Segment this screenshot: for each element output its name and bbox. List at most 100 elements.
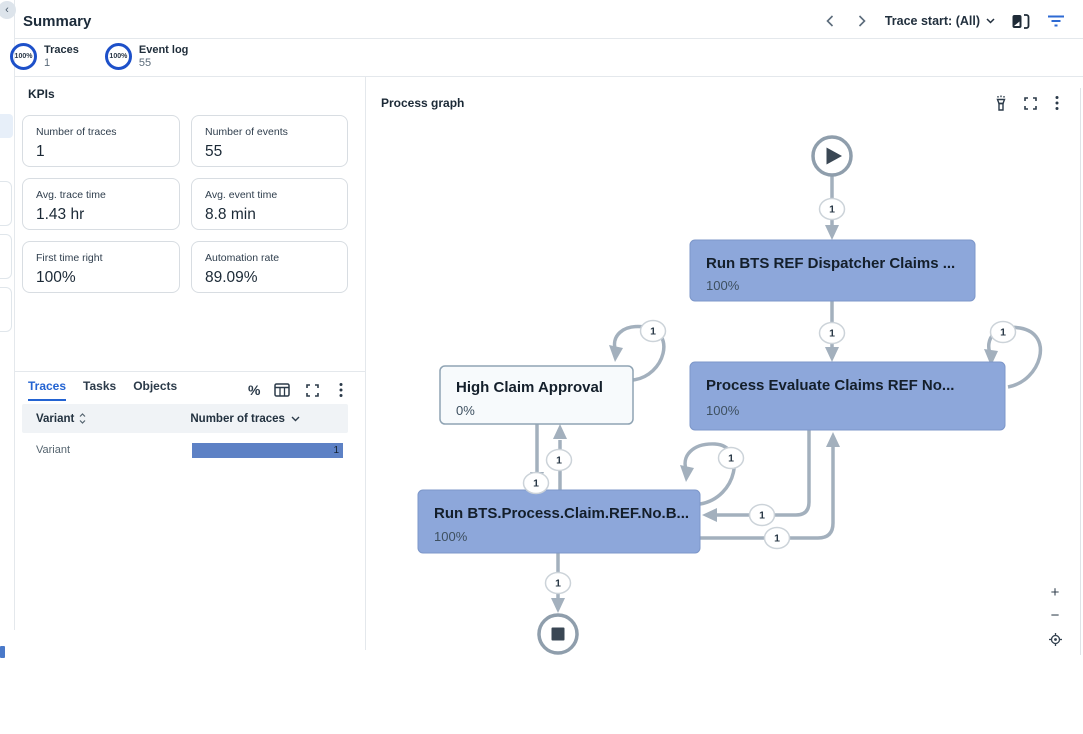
node-percent: 100% bbox=[706, 278, 740, 293]
node-rect bbox=[417, 489, 701, 554]
edge-count: 1 bbox=[759, 510, 765, 522]
traces-label: Traces bbox=[44, 43, 79, 56]
prev-button[interactable] bbox=[821, 12, 839, 30]
table-view-button[interactable] bbox=[273, 381, 291, 399]
trace-start-label: Trace start: (All) bbox=[884, 14, 980, 28]
edge-count: 1 bbox=[533, 478, 539, 490]
stop-icon bbox=[551, 627, 565, 641]
process-graph-title: Process graph bbox=[381, 96, 465, 110]
node-high-claim-approval[interactable]: High Claim Approval 0% bbox=[439, 365, 634, 425]
filter-icon bbox=[1048, 15, 1064, 27]
next-button[interactable] bbox=[853, 12, 871, 30]
arrowhead bbox=[825, 347, 839, 362]
edge-widget-icon[interactable] bbox=[0, 646, 5, 658]
end-node[interactable] bbox=[537, 613, 579, 655]
node-percent: 100% bbox=[706, 403, 740, 418]
chevron-left-icon: ‹ bbox=[5, 4, 9, 16]
collapsed-panel-card[interactable] bbox=[0, 287, 12, 332]
kpi-card-avg-event-time: Avg. event time 8.8 min bbox=[191, 178, 348, 230]
graph-menu-button[interactable] bbox=[1050, 94, 1064, 112]
column-label: Variant bbox=[36, 412, 75, 425]
trace-start-dropdown[interactable]: Trace start: (All) bbox=[885, 14, 995, 28]
column-header-number-of-traces[interactable]: Number of traces bbox=[190, 413, 300, 425]
node-title: High Claim Approval bbox=[456, 379, 603, 396]
spotlight-button[interactable] bbox=[992, 94, 1010, 112]
event-log-percent: 100% bbox=[109, 53, 128, 60]
play-icon bbox=[826, 147, 842, 165]
node-dispatcher[interactable]: Run BTS REF Dispatcher Claims ... 100% bbox=[689, 239, 976, 302]
node-run-bts-process[interactable]: Run BTS.Process.Claim.REF.No.B... 100% bbox=[417, 489, 701, 554]
traces-percent: 100% bbox=[14, 53, 33, 60]
arrowhead bbox=[826, 432, 840, 447]
column-header-variant[interactable]: Variant bbox=[36, 413, 86, 425]
chevron-down-icon bbox=[986, 18, 995, 24]
kpi-label: First time right bbox=[36, 252, 103, 264]
kpi-label: Automation rate bbox=[205, 252, 280, 264]
kpi-value: 1.43 hr bbox=[36, 206, 85, 223]
column-label: Number of traces bbox=[190, 412, 285, 425]
kpi-card-number-of-traces: Number of traces 1 bbox=[22, 115, 180, 167]
content-divider bbox=[365, 76, 366, 650]
tab-tasks[interactable]: Tasks bbox=[83, 379, 117, 393]
percent-toggle-button[interactable]: % bbox=[248, 382, 261, 398]
traces-percent-ring: 100% bbox=[10, 43, 37, 70]
node-rect bbox=[689, 361, 1006, 431]
node-rect bbox=[439, 365, 634, 425]
tab-objects[interactable]: Objects bbox=[133, 379, 178, 393]
node-evaluate[interactable]: Process Evaluate Claims REF No... 100% bbox=[689, 361, 1006, 431]
arrowhead bbox=[609, 345, 623, 362]
edge-badge: 1 bbox=[818, 321, 846, 345]
panel-toggle-button[interactable] bbox=[1009, 10, 1031, 32]
sidebar-divider bbox=[14, 0, 15, 630]
edge-badge: 1 bbox=[989, 320, 1017, 344]
table-icon bbox=[274, 383, 290, 397]
table-header: Variant Number of traces bbox=[22, 404, 348, 433]
edge-runbts-to-evaluate bbox=[700, 446, 835, 540]
edge-count-badges: 1 1 1 1 1 1 1 bbox=[522, 197, 1017, 595]
kpi-value: 8.8 min bbox=[205, 206, 256, 223]
collapsed-panel-card[interactable] bbox=[0, 234, 12, 279]
graph-zoom-controls: + − bbox=[1044, 584, 1066, 646]
panel-menu-button[interactable] bbox=[334, 381, 348, 399]
arrowhead bbox=[702, 508, 717, 522]
kpi-label: Number of traces bbox=[36, 126, 117, 138]
node-percent: 100% bbox=[434, 529, 468, 544]
start-node[interactable] bbox=[811, 135, 853, 177]
kpi-value: 100% bbox=[36, 269, 76, 286]
recenter-button[interactable] bbox=[1048, 632, 1062, 646]
filter-button[interactable] bbox=[1045, 10, 1067, 32]
kpi-tabs-divider bbox=[14, 371, 365, 372]
chevron-down-icon bbox=[291, 416, 300, 421]
event-log-label: Event log bbox=[138, 43, 189, 56]
collapsed-panel-card[interactable] bbox=[0, 181, 12, 226]
expand-graph-button[interactable] bbox=[1021, 94, 1039, 112]
edge-badge: 1 bbox=[748, 503, 776, 527]
tab-traces[interactable]: Traces bbox=[28, 379, 67, 401]
event-log-value: 55 bbox=[138, 56, 152, 69]
kebab-icon bbox=[339, 383, 343, 397]
zoom-out-button[interactable]: − bbox=[1050, 607, 1060, 624]
node-rect bbox=[689, 239, 976, 302]
collapsed-panel-item-selected[interactable] bbox=[0, 114, 13, 138]
edge-badge: 1 bbox=[522, 471, 550, 495]
variant-row-label[interactable]: Variant bbox=[36, 444, 71, 456]
kebab-icon bbox=[1055, 96, 1059, 110]
panel-toolbar: % bbox=[248, 381, 348, 399]
kpi-card-number-of-events: Number of events 55 bbox=[191, 115, 348, 167]
edge-evaluate-to-runbts bbox=[717, 430, 811, 517]
zoom-in-button[interactable]: + bbox=[1050, 584, 1060, 601]
variant-count-bar[interactable]: 1 bbox=[192, 443, 343, 458]
kpi-value: 1 bbox=[36, 143, 45, 160]
stat-event-log[interactable]: 100% Event log 55 bbox=[104, 43, 189, 70]
fullscreen-icon bbox=[1023, 96, 1037, 110]
arrowhead bbox=[825, 225, 839, 240]
expand-panel-button[interactable] bbox=[303, 381, 321, 399]
sort-icon bbox=[79, 413, 86, 424]
stat-traces[interactable]: 100% Traces 1 bbox=[10, 43, 79, 70]
node-title: Run BTS.Process.Claim.REF.No.B... bbox=[434, 505, 689, 522]
edge-count: 1 bbox=[1000, 327, 1006, 339]
collapse-sidebar-button[interactable]: ‹ bbox=[0, 1, 16, 19]
kpi-label: Avg. event time bbox=[205, 189, 278, 201]
process-graph-canvas[interactable]: Run BTS REF Dispatcher Claims ... 100% P… bbox=[365, 76, 1083, 666]
